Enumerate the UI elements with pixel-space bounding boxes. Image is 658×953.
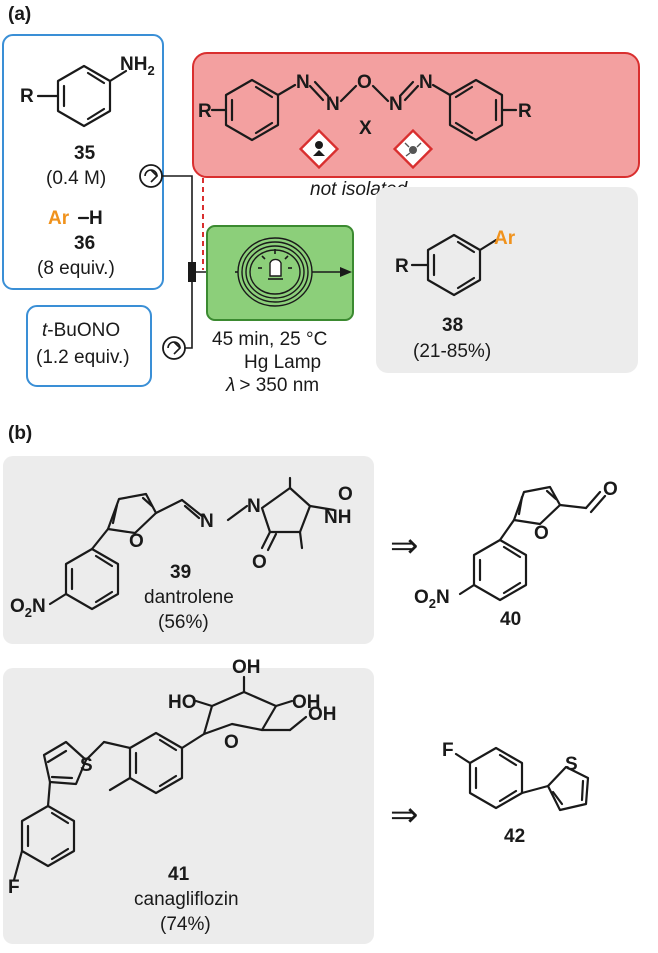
product-r-label: R: [395, 256, 409, 277]
conditions-wavelength: λ> 350 nm: [225, 375, 319, 396]
compound-40-structure: O O O2N: [414, 479, 618, 611]
compound-40-furan-o: O: [534, 523, 549, 544]
conditions-lamp: Hg Lamp: [244, 352, 321, 373]
compound-42-s: S: [565, 754, 578, 775]
dantrolene-no2: O2N: [10, 596, 46, 620]
canagliflozin-41-structure: S F OH HO OH OH O: [8, 657, 337, 898]
panel-b-label: (b): [8, 423, 32, 444]
aniline-nh2-label: NH2: [120, 54, 155, 78]
diazoanhydride-structure: N N O N N R R X: [198, 72, 532, 142]
pump-1: [139, 164, 163, 188]
t-mixer: [188, 262, 196, 282]
product-box-38: [376, 187, 638, 373]
yield-39: (56%): [158, 612, 209, 633]
compound-number-36: 36: [74, 233, 95, 254]
arene-ar-label: Ar: [48, 208, 70, 229]
intermediate-n4: N: [419, 72, 433, 93]
intermediate-o: O: [357, 72, 372, 93]
canagliflozin-f: F: [8, 877, 20, 898]
compound-name-41: canagliflozin: [134, 889, 239, 910]
yield-41: (74%): [160, 914, 211, 935]
canagliflozin-ring-o: O: [224, 732, 239, 753]
tbuono-label: t-BuONO: [42, 320, 120, 341]
compound-number-39: 39: [170, 562, 191, 583]
dantrolene-nh: NH: [324, 507, 351, 528]
canagliflozin-oh-right: OH: [292, 692, 321, 713]
compound-42-f: F: [442, 740, 454, 761]
biaryl-38-structure: Ar R: [395, 228, 516, 297]
dantrolene-39-structure: O N N O NH O O2N: [10, 476, 353, 620]
intermediate-x: X: [359, 118, 372, 139]
intermediate-n1: N: [296, 72, 310, 93]
pump-2: [162, 336, 186, 360]
arene-h-label: H: [89, 208, 103, 229]
intermediate-n3: N: [389, 94, 403, 115]
flow-line-2: [185, 280, 193, 349]
canagliflozin-s: S: [80, 755, 93, 776]
canagliflozin-oh-top: OH: [232, 657, 261, 678]
dantrolene-furan-o: O: [129, 531, 144, 552]
compound-box-39: [3, 456, 374, 644]
yield-38: (21-85%): [413, 341, 491, 362]
compound-number-35: 35: [74, 143, 96, 164]
product-ar-label: Ar: [494, 228, 516, 249]
compound-number-41: 41: [168, 864, 190, 885]
compound-name-39: dantrolene: [144, 587, 234, 608]
aniline-r-label: R: [20, 86, 34, 107]
concentration-35: (0.4 M): [46, 168, 106, 189]
dantrolene-o-bottom: O: [252, 552, 267, 573]
equiv-36: (8 equiv.): [37, 258, 115, 279]
reagent-box-35-36: [2, 34, 164, 290]
compound-box-41: [3, 668, 374, 944]
dantrolene-n1: N: [200, 511, 214, 532]
canagliflozin-ho-left: HO: [168, 692, 197, 713]
retrosynthesis-arrow-2: ⇒: [390, 796, 419, 834]
dantrolene-n2: N: [247, 496, 261, 517]
reagent-box-tbuono: [26, 305, 152, 387]
compound-number-38: 38: [442, 315, 463, 336]
aniline-35-structure: NH2 R: [20, 54, 155, 128]
panel-a-label: (a): [8, 4, 31, 25]
intermediate-r-right: R: [518, 101, 532, 122]
intermediate-n2: N: [326, 94, 340, 115]
compound-number-40: 40: [500, 609, 521, 630]
hazard-pictogram-health-icon: [298, 128, 340, 170]
equiv-tbuono: (1.2 equiv.): [36, 347, 130, 368]
hazard-pictogram-exploding-icon: [392, 128, 434, 170]
conditions-time-temp: 45 min, 25 °C: [212, 329, 327, 350]
dantrolene-o-top: O: [338, 484, 353, 505]
intermediate-r-left: R: [198, 101, 212, 122]
flow-line-1: [162, 175, 193, 264]
compound-42-structure: F S: [442, 740, 590, 812]
compound-number-42: 42: [504, 826, 525, 847]
canagliflozin-oh-ch2: OH: [308, 704, 337, 725]
compound-40-no2: O2N: [414, 587, 450, 611]
retrosynthesis-arrow-1: ⇒: [390, 527, 419, 565]
compound-40-aldehyde-o: O: [603, 479, 618, 500]
